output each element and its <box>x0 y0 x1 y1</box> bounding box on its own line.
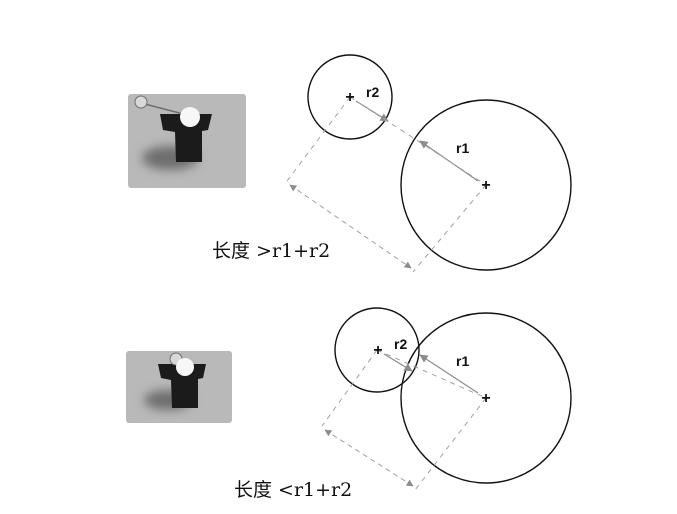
extension-line-top <box>286 96 351 182</box>
thumbnail-overlapping <box>126 351 232 423</box>
large-circle-center: + <box>481 177 490 194</box>
dark-object-icon <box>158 364 206 408</box>
extension-line-bottom <box>414 397 487 491</box>
caption-separated: 长度 >r1+r2 <box>212 240 330 262</box>
large-circle-center: + <box>481 390 490 407</box>
caption-overlapping: 长度 <r1+r2 <box>234 479 352 501</box>
label-r1: r1 <box>456 140 469 156</box>
white-ball-icon <box>180 107 200 127</box>
small-circle <box>307 54 393 140</box>
radius-arrow-r1 <box>419 140 479 182</box>
small-circle-center: + <box>345 89 354 106</box>
extension-line-top <box>321 349 378 427</box>
white-ball-icon <box>176 358 194 376</box>
panel-separated: + + r2 r1 长度 >r1+r2 <box>128 54 572 273</box>
link-line <box>140 102 188 116</box>
small-circle <box>334 307 420 393</box>
radius-arrow-r1 <box>419 354 479 394</box>
label-r2: r2 <box>394 336 407 352</box>
small-ball-icon <box>134 95 148 109</box>
label-r1: r1 <box>456 353 469 369</box>
length-measure-line <box>324 429 414 487</box>
small-circle-center: + <box>373 342 382 359</box>
center-connector-line <box>376 349 487 399</box>
dark-object-icon <box>160 114 212 162</box>
label-r2: r2 <box>366 84 379 100</box>
extension-line-bottom <box>412 184 487 273</box>
radius-arrow-r2 <box>383 353 413 372</box>
center-connector-line <box>349 96 487 186</box>
large-circle <box>400 312 572 484</box>
length-measure-line <box>289 184 412 269</box>
panel-overlapping: + + r2 r1 长度 <r1+r2 <box>126 307 572 501</box>
thumbnail-separated <box>128 94 246 188</box>
